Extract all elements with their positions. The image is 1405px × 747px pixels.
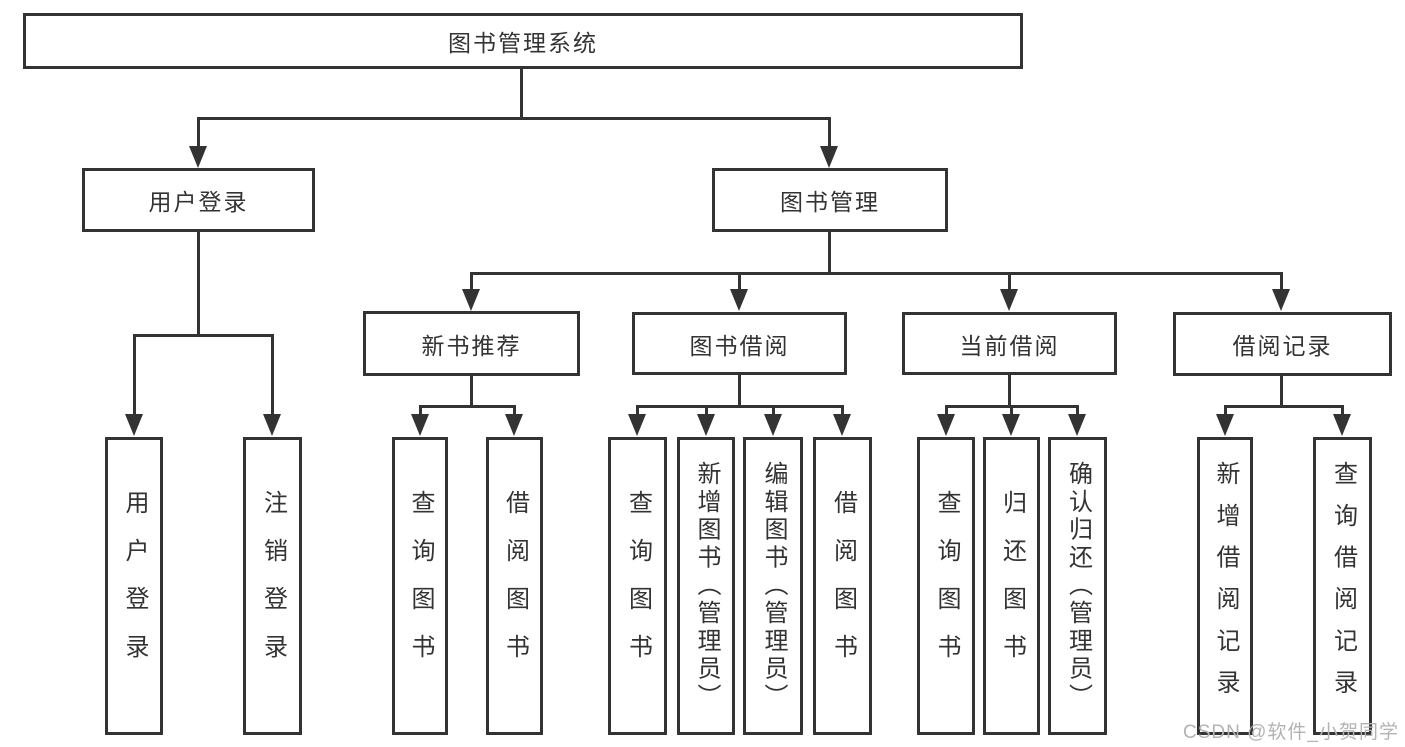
arrowhead-down-icon [937,414,955,436]
leaf-query-books-recommend: 查询图书 [392,437,448,735]
connector-arrow-user-login [197,117,200,148]
arrowhead-down-icon [833,414,851,436]
arrowhead-down-icon [628,414,646,436]
leaf-return-books: 归还图书 [983,437,1040,735]
connector-current-stem [1008,375,1011,407]
leaf-label: 查询图书 [933,490,960,682]
connector-arrow [841,405,844,417]
node-new-book-recommend: 新书推荐 [363,311,580,376]
leaf-label: 新增借阅记录 [1212,461,1239,711]
node-book-management: 图书管理 [712,168,948,232]
connector-arrow [1341,405,1344,417]
leaf-label: 编辑图书（管理员） [760,461,787,711]
node-book-borrowing: 图书借阅 [632,312,847,375]
node-user-login: 用户登录 [82,168,315,232]
leaf-query-borrow-record: 查询借阅记录 [1313,437,1372,735]
connector-arrow-book-borrowing [738,272,741,291]
connector-arrow-leaf-user-login [133,334,136,415]
arrowhead-down-icon [1333,414,1351,436]
leaf-query-books-borrowing: 查询图书 [608,437,667,735]
connector-arrow-leaf-logout [271,334,274,415]
node-borrowing-records: 借阅记录 [1173,312,1392,376]
arrowhead-down-icon [764,414,782,436]
arrowhead-down-icon [462,289,480,311]
leaf-label: 查询图书 [407,490,434,682]
connector-arrow [513,405,516,417]
leaf-label: 用户登录 [121,490,148,682]
node-label: 图书管理系统 [448,30,598,56]
arrowhead-down-icon [730,289,748,311]
connector-arrow [945,405,948,417]
leaf-label: 借阅图书 [501,490,529,682]
connector-arrow [636,405,639,417]
arrowhead-down-icon [125,414,143,436]
connector-arrow [419,405,422,417]
leaf-label: 确认归还（管理员） [1064,461,1092,711]
node-label: 当前借阅 [959,332,1060,359]
node-label: 用户登录 [148,189,249,215]
arrowhead-down-icon [1272,289,1290,311]
leaf-label: 查询借阅记录 [1329,461,1357,711]
connector-arrow-book-management [828,117,831,148]
connector-recommend-stem [470,376,473,407]
connector-borrowing-stem [738,375,741,407]
arrowhead-down-icon [189,146,207,168]
leaf-borrow-books: 借阅图书 [813,437,872,735]
node-label: 借阅记录 [1232,333,1333,359]
node-label: 图书借阅 [689,332,790,359]
connector-recommend-hline [419,405,516,408]
watermark-text: CSDN @软件_小贺同学 [1183,722,1399,743]
connector-arrow [1076,405,1079,417]
connector-user-login-stem [197,232,200,336]
leaf-label: 借阅图书 [829,490,857,682]
connector-level1-hline [197,117,831,120]
node-current-borrowing: 当前借阅 [902,312,1117,375]
connector-arrow [1010,405,1013,417]
leaf-add-books-admin: 新增图书（管理员） [677,437,735,735]
arrowhead-down-icon [1068,414,1086,436]
leaf-borrow-books-recommend: 借阅图书 [486,437,543,735]
connector-arrow [1224,405,1227,417]
connector-user-login-hline [133,334,274,337]
connector-records-hline [1224,405,1344,408]
connector-arrow [705,405,708,417]
leaf-user-login: 用户登录 [105,437,163,735]
leaf-label: 查询图书 [624,490,652,682]
connector-level2-hline [470,272,1283,275]
connector-arrow-borrowing-records [1280,272,1283,291]
arrowhead-down-icon [1216,414,1234,436]
arrowhead-down-icon [697,414,715,436]
connector-book-management-stem [828,232,831,274]
connector-arrow-current-borrowing [1008,272,1011,291]
leaf-label: 注销登录 [259,490,287,682]
arrowhead-down-icon [820,146,838,168]
arrowhead-down-icon [411,414,429,436]
node-label: 图书管理 [780,189,880,215]
connector-borrowing-hline [636,405,844,408]
arrowhead-down-icon [263,414,281,436]
arrowhead-down-icon [1000,289,1018,311]
connector-records-stem [1280,376,1283,407]
connector-arrow-new-book-recommend [470,272,473,291]
leaf-label: 归还图书 [998,490,1026,682]
leaf-query-books-current: 查询图书 [917,437,975,735]
arrowhead-down-icon [1002,414,1020,436]
arrowhead-down-icon [505,414,523,436]
connector-root-stem [520,69,523,119]
node-label: 新书推荐 [421,332,522,359]
connector-arrow [772,405,775,417]
leaf-confirm-return-admin: 确认归还（管理员） [1048,437,1107,735]
leaf-label: 新增图书（管理员） [693,461,720,711]
leaf-logout: 注销登录 [243,437,302,735]
leaf-edit-books-admin: 编辑图书（管理员） [743,437,803,735]
node-library-system: 图书管理系统 [23,13,1023,69]
leaf-add-borrow-record: 新增借阅记录 [1197,437,1253,735]
